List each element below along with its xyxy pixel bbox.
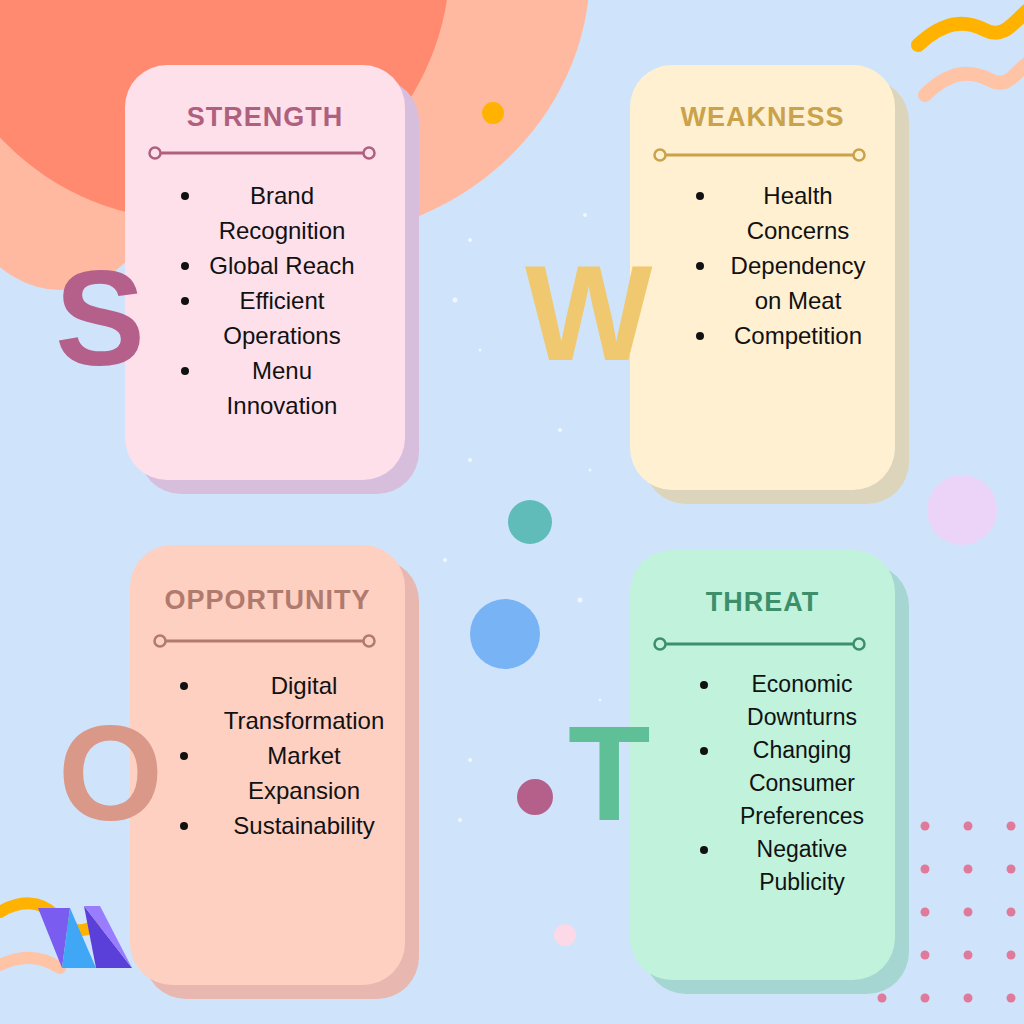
swot-card: OPPORTUNITY Digital TransformationMarket … [130, 545, 405, 985]
bullet-text: Efficient Operations [207, 283, 357, 353]
quadrant-letter: W [525, 246, 652, 381]
bullet-item: Menu Innovation [181, 353, 405, 423]
bullet-list: Health ConcernsDependency on MeatCompeti… [630, 178, 895, 353]
bullet-text: Economic Downturns [727, 668, 877, 734]
bullet-dot [181, 262, 189, 270]
bullet-dot [696, 332, 704, 340]
bullet-dot [700, 681, 708, 689]
bullet-dot [696, 192, 704, 200]
bullet-dot [700, 846, 708, 854]
bullet-item: Changing Consumer Preferences [700, 734, 895, 833]
bullet-text: Sustainability [210, 808, 398, 843]
heading-rule [652, 636, 867, 652]
bullet-list: Digital TransformationMarket ExpansionSu… [130, 668, 405, 843]
quadrant-letter: S [55, 251, 145, 386]
bullet-item: Market Expansion [180, 738, 405, 808]
bullet-text: Changing Consumer Preferences [727, 734, 877, 833]
quadrant-heading: THREAT [630, 584, 895, 620]
bullet-dot [696, 262, 704, 270]
bullet-text: Dependency on Meat [718, 248, 878, 318]
heading-rule [652, 147, 867, 163]
bullet-text: Brand Recognition [207, 178, 357, 248]
bullet-item: Dependency on Meat [696, 248, 895, 318]
bullet-text: Health Concerns [718, 178, 878, 248]
bullet-text: Competition [718, 318, 878, 353]
bullet-item: Negative Publicity [700, 833, 895, 899]
bullet-item: Global Reach [181, 248, 405, 283]
bullet-dot [181, 297, 189, 305]
heading-rule [147, 145, 377, 161]
bullet-item: Health Concerns [696, 178, 895, 248]
bullet-dot [181, 192, 189, 200]
bullet-list: Brand RecognitionGlobal ReachEfficient O… [125, 178, 405, 423]
quadrant-heading: OPPORTUNITY [130, 582, 405, 618]
bullet-text: Global Reach [207, 248, 357, 283]
swot-card: STRENGTH Brand RecognitionGlobal ReachEff… [125, 65, 405, 480]
bullet-item: Digital Transformation [180, 668, 405, 738]
quadrant-letter: T [568, 706, 650, 841]
bullet-dot [180, 682, 188, 690]
quadrant-heading: STRENGTH [125, 99, 405, 135]
bullet-item: Brand Recognition [181, 178, 405, 248]
bullet-list: Economic DownturnsChanging Consumer Pref… [630, 668, 895, 899]
bullet-item: Economic Downturns [700, 668, 895, 734]
bullet-dot [181, 367, 189, 375]
bullet-item: Sustainability [180, 808, 405, 843]
quadrant-letter: O [58, 706, 163, 841]
swot-card: WEAKNESS Health ConcernsDependency on Mea… [630, 65, 895, 490]
bullet-item: Competition [696, 318, 895, 353]
quadrant-heading: WEAKNESS [630, 99, 895, 135]
bullet-dot [180, 752, 188, 760]
swot-card: THREAT Economic DownturnsChanging Consume… [630, 550, 895, 980]
bullet-dot [180, 822, 188, 830]
bullet-text: Digital Transformation [210, 668, 398, 738]
bullet-text: Menu Innovation [207, 353, 357, 423]
bullet-dot [700, 747, 708, 755]
bullet-text: Negative Publicity [727, 833, 877, 899]
heading-rule [152, 633, 377, 649]
bullet-item: Efficient Operations [181, 283, 405, 353]
bullet-text: Market Expansion [210, 738, 398, 808]
